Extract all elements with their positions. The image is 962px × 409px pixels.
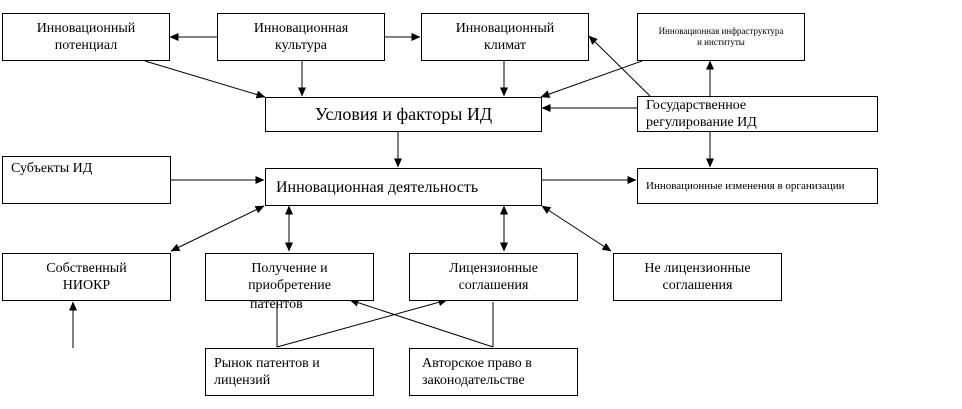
node-conditions-factors: Условия и факторы ИД <box>265 97 542 132</box>
node-innovation-infrastructure: Инновационная инфраструктура и институты <box>637 13 805 61</box>
node-copyright: Авторское право в законодательстве <box>409 348 578 396</box>
arrow-regulation-to-climate <box>588 35 651 97</box>
node-license-agreements: Лицензионные соглашения <box>409 253 578 301</box>
node-patents: Получение и приобретение <box>205 253 374 301</box>
arrow-patent-market-to-license <box>276 298 448 348</box>
node-patent-market: Рынок патентов и лицензий <box>205 348 374 396</box>
node-patents-overflow-text: патентов <box>250 297 303 312</box>
node-state-regulation: Государственное регулирование ИД <box>637 96 878 132</box>
node-innovation-potential: Инновационный потенциал <box>2 13 170 61</box>
arrow-copyright-to-patents <box>349 298 494 348</box>
arrow-activity-nonlicense <box>541 205 612 252</box>
node-innovation-climate: Инновационный климат <box>421 13 589 61</box>
arrow-activity-own-rnd <box>170 205 265 252</box>
node-innovation-culture: Инновационная культура <box>217 13 385 61</box>
node-innovation-activity: Инновационная деятельность <box>265 168 542 206</box>
node-innovation-changes: Инновационные изменения в организации <box>637 168 878 204</box>
node-own-rnd: Собственный НИОКР <box>2 253 171 301</box>
node-nonlicense-agreements: Не лицензионные соглашения <box>613 253 782 301</box>
arrow-infrastructure-to-conditions <box>540 60 643 98</box>
arrow-potential-to-conditions <box>144 60 266 99</box>
node-subjects: Субъекты ИД <box>2 156 171 204</box>
